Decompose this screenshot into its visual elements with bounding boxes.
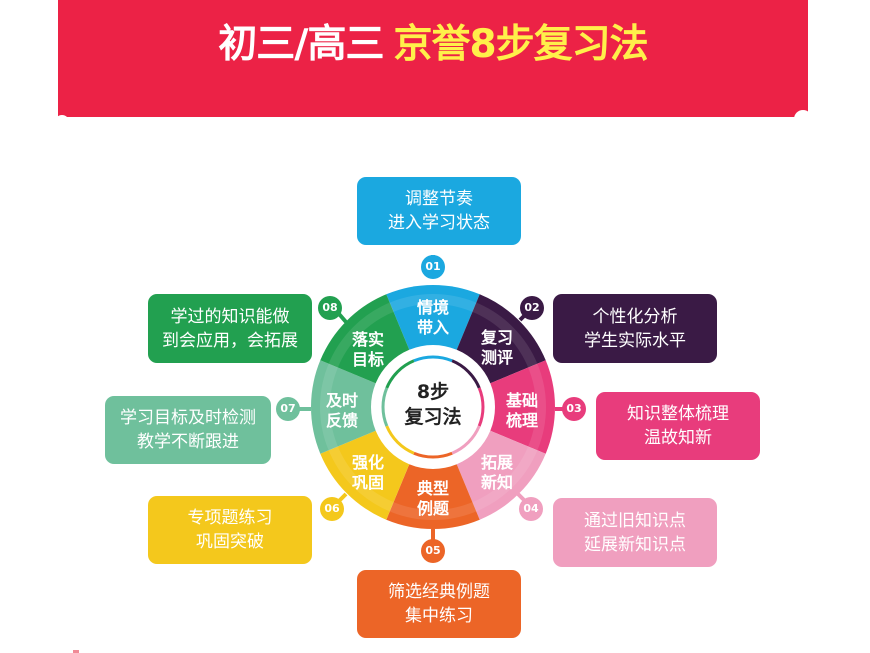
title-grade: 初三/高三 bbox=[218, 22, 384, 67]
step-box-05-line2: 集中练习 bbox=[405, 606, 473, 626]
scallop-dot-right bbox=[794, 110, 812, 128]
step-box-06-line2: 巩固突破 bbox=[196, 532, 264, 552]
decorative-mark bbox=[73, 650, 79, 653]
step-box-08-line1: 学过的知识能做 bbox=[170, 306, 290, 327]
step-number-06: 06 bbox=[320, 497, 344, 521]
step-box-07: 学习目标及时检测 教学不断跟进 bbox=[105, 396, 271, 464]
step-box-08-line2: 到会应用，会拓展 bbox=[162, 330, 298, 351]
step-box-06: 专项题练习 巩固突破 bbox=[148, 496, 312, 564]
page-title: 初三/高三京誉8步复习法 bbox=[58, 22, 808, 69]
wheel-center-title: 8步 复习法 bbox=[393, 380, 473, 430]
center-line-2: 复习法 bbox=[404, 406, 462, 428]
segment-label-01: 情境带入 bbox=[416, 298, 449, 337]
step-box-02-line2: 学生实际水平 bbox=[584, 330, 686, 351]
step-box-05: 筛选经典例题 集中练习 bbox=[357, 570, 521, 638]
segment-label-08: 落实目标 bbox=[351, 330, 384, 369]
step-box-06-line1: 专项题练习 bbox=[187, 508, 273, 528]
step-box-01-line2: 进入学习状态 bbox=[388, 213, 490, 233]
step-box-01-line1: 调整节奏 bbox=[405, 189, 473, 209]
step-box-02: 个性化分析 学生实际水平 bbox=[553, 294, 717, 363]
step-box-03-line2: 温故知新 bbox=[644, 428, 712, 448]
step-box-01: 调整节奏 进入学习状态 bbox=[357, 177, 521, 245]
step-box-03: 知识整体梳理 温故知新 bbox=[596, 392, 760, 460]
segment-label-02: 复习测评 bbox=[480, 328, 513, 367]
step-box-08: 学过的知识能做 到会应用，会拓展 bbox=[148, 294, 312, 363]
step-number-05: 05 bbox=[421, 539, 445, 563]
step-number-01: 01 bbox=[421, 255, 445, 279]
step-box-04: 通过旧知识点 延展新知识点 bbox=[553, 498, 717, 567]
step-box-05-line1: 筛选经典例题 bbox=[388, 582, 490, 602]
center-line-1: 8步 bbox=[416, 381, 450, 403]
step-number-08: 08 bbox=[318, 296, 342, 320]
step-number-03: 03 bbox=[562, 397, 586, 421]
segment-label-07: 及时反馈 bbox=[325, 391, 358, 430]
segment-label-06: 强化巩固 bbox=[351, 453, 384, 492]
title-method: 京誉8步复习法 bbox=[393, 22, 649, 67]
step-box-04-line1: 通过旧知识点 bbox=[584, 510, 686, 531]
step-number-07: 07 bbox=[276, 397, 300, 421]
step-box-03-line1: 知识整体梳理 bbox=[627, 404, 729, 424]
step-box-04-line2: 延展新知识点 bbox=[584, 534, 686, 555]
scallop-dot-left bbox=[55, 115, 69, 129]
step-box-07-line2: 教学不断跟进 bbox=[137, 432, 239, 452]
scalloped-edge bbox=[58, 112, 808, 124]
segment-label-03: 基础梳理 bbox=[505, 391, 538, 430]
segment-label-04: 拓展新知 bbox=[480, 453, 513, 492]
step-number-04: 04 bbox=[519, 497, 543, 521]
inner-color-ring bbox=[381, 355, 485, 459]
step-box-02-line1: 个性化分析 bbox=[592, 306, 678, 327]
step-number-02: 02 bbox=[520, 296, 544, 320]
title-banner: 初三/高三京誉8步复习法 bbox=[58, 0, 808, 117]
step-box-07-line1: 学习目标及时检测 bbox=[120, 408, 256, 428]
segment-label-05: 典型例题 bbox=[416, 479, 449, 518]
